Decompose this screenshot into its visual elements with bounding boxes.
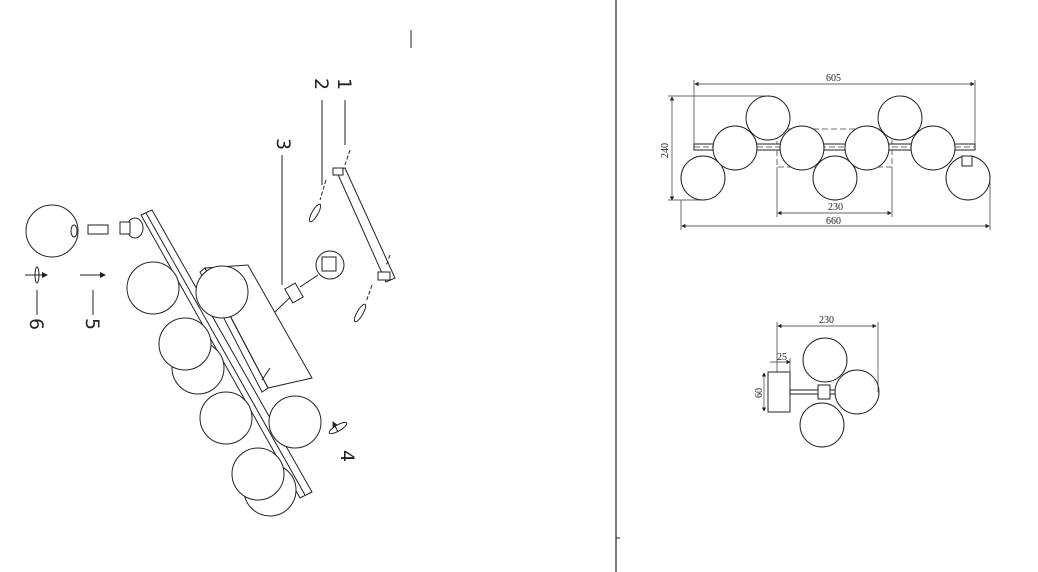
bulb-icon	[87, 224, 109, 235]
screw-icon	[308, 203, 322, 223]
dim-605: 605	[826, 73, 841, 84]
dim-60: 60	[754, 388, 765, 398]
part-label-3: 3	[272, 138, 294, 150]
part-label-5: 5	[81, 318, 103, 330]
dim-240: 240	[660, 143, 671, 158]
screw-icon	[353, 303, 367, 323]
part-label-1: 1	[333, 78, 355, 90]
front-view: 605 240 230 660	[660, 73, 991, 230]
mounting-bracket	[308, 149, 396, 323]
globe-6	[25, 204, 79, 258]
part-label-2: 2	[310, 78, 332, 90]
assembly-view: 1 2 3 4 5 6	[25, 78, 396, 517]
lamp-socket	[119, 221, 131, 235]
globes	[126, 261, 322, 517]
dim-side-230: 230	[819, 315, 834, 326]
part-label-4: 4	[336, 450, 358, 462]
wall-plate	[767, 371, 791, 413]
dim-230: 230	[828, 202, 843, 213]
terminal-block	[284, 282, 304, 304]
front-globes	[680, 95, 991, 201]
dim-660: 660	[826, 216, 841, 227]
screw-icon	[328, 421, 348, 435]
side-view: 230 25 60	[754, 315, 880, 448]
dim-25: 25	[777, 352, 787, 363]
part-label-6: 6	[25, 318, 47, 330]
